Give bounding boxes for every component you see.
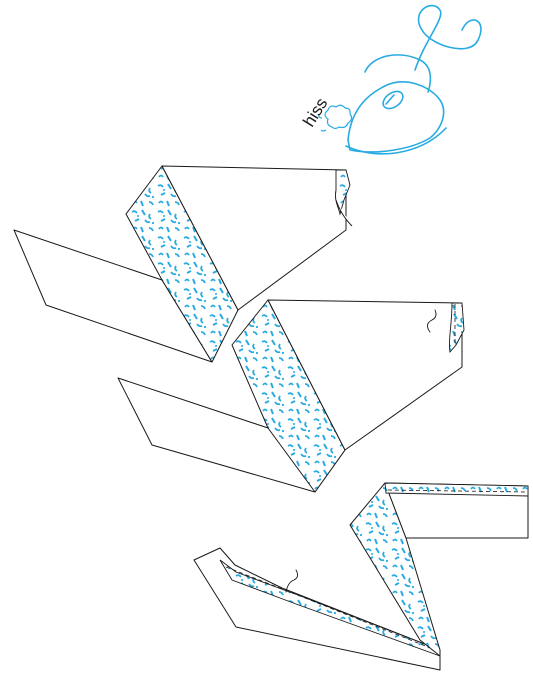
step-1-panel-right <box>161 165 347 311</box>
step-2-fabric <box>117 299 465 493</box>
iron-handle <box>364 54 432 93</box>
step-2-folded-hem <box>449 302 465 354</box>
steam-puff-icon <box>318 104 353 132</box>
iron-cord <box>414 4 482 71</box>
step-1-fabric <box>13 165 353 363</box>
iron-body <box>347 81 445 153</box>
iron-soleplate <box>345 127 447 155</box>
step-1-panel-print <box>125 165 239 363</box>
step-1-folded-hem <box>335 169 351 216</box>
step-2-panel-right <box>267 299 463 451</box>
steam-iron-icon <box>345 4 482 155</box>
step-3-right-hem <box>384 482 529 497</box>
iron-dial <box>382 90 404 110</box>
step-2-thread <box>427 309 437 333</box>
step-3-fabric <box>193 482 529 671</box>
step-3-thread <box>285 569 299 593</box>
step-2-panel-print <box>231 299 346 493</box>
